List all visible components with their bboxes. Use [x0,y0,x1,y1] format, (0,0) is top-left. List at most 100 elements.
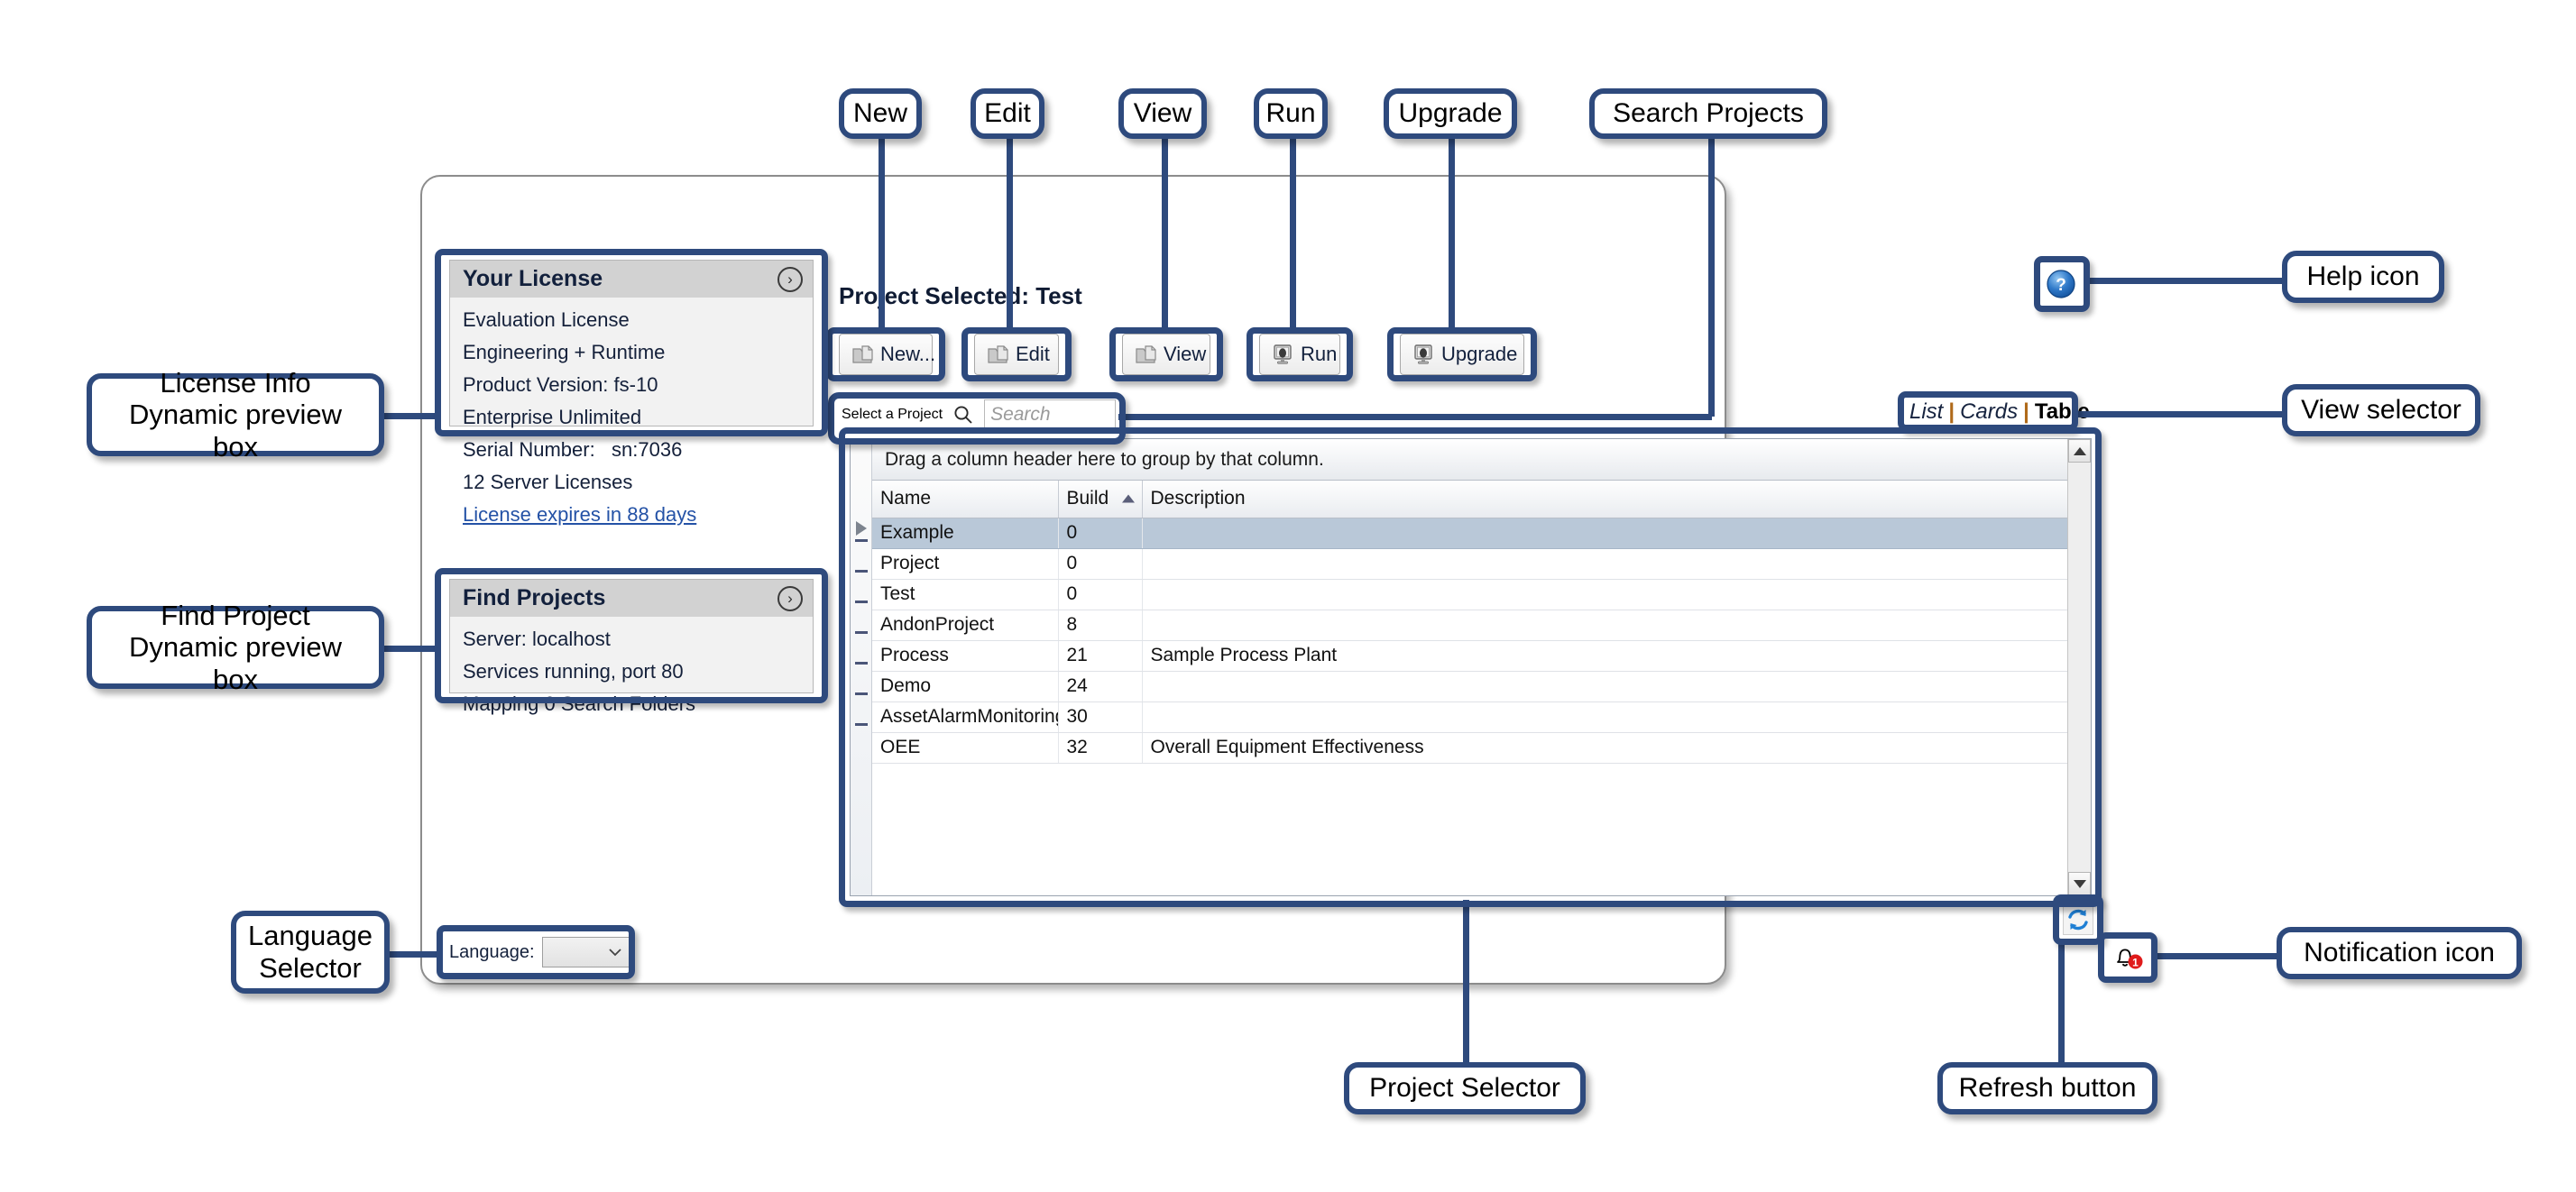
grid-vertical-scrollbar[interactable] [2067,439,2091,895]
help-question-icon: ? [2047,270,2075,298]
leader-search-projects-h [1118,414,1712,420]
license-expiry-link[interactable]: License expires in 88 days [463,503,697,526]
row-divider-mark [855,539,868,542]
table-row[interactable]: Test 0 [872,579,2067,610]
leader-run [1290,135,1296,330]
view-option-list[interactable]: List [1909,399,1944,424]
license-info-panel: Your License › Evaluation License Engine… [449,260,814,526]
folder-new-icon [852,345,873,363]
notification-button[interactable]: 1 [2110,942,2146,973]
folder-view-icon [1136,345,1156,363]
edit-button[interactable]: Edit [974,334,1059,375]
cell-description [1142,518,2067,549]
leader-search-projects-v [1708,135,1715,417]
find-projects-panel-header: Find Projects › [450,580,813,617]
find-projects-row: Mapping 0 Search Folders [463,692,696,715]
scroll-up-button[interactable] [2068,439,2091,463]
chevron-right-icon[interactable]: › [777,585,803,611]
scroll-down-button[interactable] [2068,872,2091,895]
table-row[interactable]: Process 21 Sample Process Plant [872,640,2067,672]
cell-name: Demo [872,671,1059,702]
bell-icon: 1 [2117,949,2143,969]
table-row[interactable]: Demo 24 [872,671,2067,702]
run-button[interactable]: Run [1259,334,1340,375]
license-panel-body: Evaluation License Engineering + Runtime… [450,298,813,538]
find-projects-panel-title: Find Projects [463,585,606,610]
find-projects-panel: Find Projects › Server: localhost Servic… [449,579,814,715]
refresh-icon [2068,909,2088,931]
column-header-name[interactable]: Name [872,481,1059,518]
leader-new [879,135,885,330]
selected-row-arrow-icon [856,521,867,536]
column-header-build[interactable]: Build [1058,481,1143,518]
callout-upgrade: Upgrade [1384,88,1517,139]
chevron-right-icon[interactable]: › [777,266,803,292]
folder-edit-icon [988,345,1008,363]
table-row[interactable]: Project 0 [872,548,2067,580]
new-button[interactable]: New... [839,334,935,375]
sort-ascending-icon [1121,494,1135,503]
cell-build: 24 [1058,671,1143,702]
cell-build: 21 [1058,640,1143,672]
cell-description [1142,548,2067,580]
leader-notification-icon [2154,953,2282,959]
search-icon[interactable] [952,403,975,426]
callout-run: Run [1254,88,1328,139]
view-button-label: View [1164,343,1207,365]
license-row: Product Version: fs-10 [463,373,658,396]
chevron-down-icon [608,949,621,957]
leader-refresh-button [2058,940,2065,1062]
project-selected-label: Project Selected: Test [839,282,1082,309]
callout-search-projects: Search Projects [1589,88,1827,139]
row-divider-mark [855,601,868,603]
callout-notification-icon: Notification icon [2277,927,2522,979]
callout-view-selector: View selector [2282,384,2480,436]
help-button[interactable]: ? [2046,269,2076,299]
leader-find-project [379,646,440,652]
cell-description [1142,610,2067,641]
callout-license-info: License Info Dynamic preview box [87,367,384,463]
find-projects-row: Services running, port 80 [463,660,684,683]
column-header-build-label: Build [1066,488,1109,509]
find-projects-row: Server: localhost [463,628,611,650]
row-divider-mark [855,662,868,665]
callout-new: New [839,88,922,139]
cell-build: 0 [1058,548,1143,580]
view-button[interactable]: View [1122,334,1210,375]
cell-name: AndonProject [872,610,1059,641]
leader-language-selector [382,951,442,958]
table-row[interactable]: OEE 32 Overall Equipment Effectiveness [872,732,2067,764]
cell-name: Process [872,640,1059,672]
cell-description [1142,579,2067,610]
cell-name: Test [872,579,1059,610]
grid-table: Name Build Description Example [872,481,2067,764]
monitor-upgrade-icon [1414,344,1432,364]
cell-name: OEE [872,732,1059,764]
license-row: 12 Server Licenses [463,471,633,493]
cell-name: Project [872,548,1059,580]
view-option-cards[interactable]: Cards [1960,399,2019,424]
cell-description [1142,701,2067,733]
column-header-name-label: Name [880,488,932,509]
column-header-description[interactable]: Description [1142,481,2067,518]
row-divider-mark [855,570,868,573]
view-selector: List | Cards | Table [1909,399,2090,425]
column-header-description-label: Description [1150,488,1246,509]
table-row[interactable]: AndonProject 8 [872,610,2067,641]
language-dropdown[interactable] [541,937,630,967]
cell-name: Example [872,518,1059,549]
table-row[interactable]: AssetAlarmMonitoring 30 [872,701,2067,733]
cell-description: Sample Process Plant [1142,640,2067,672]
leader-help-icon [2086,278,2285,284]
table-row[interactable]: Example 0 [872,518,2067,549]
upgrade-button[interactable]: Upgrade [1400,334,1524,375]
search-input[interactable] [984,399,1117,430]
callout-project-selector: Project Selector [1344,1062,1586,1114]
language-selector[interactable]: Language: [449,937,630,967]
group-by-dropzone[interactable]: Drag a column header here to group by th… [872,439,2067,481]
refresh-button[interactable] [2063,904,2093,935]
leader-view-selector [2075,411,2286,417]
callout-view: View [1118,88,1207,139]
cell-build: 32 [1058,732,1143,764]
leader-edit [1007,135,1013,330]
